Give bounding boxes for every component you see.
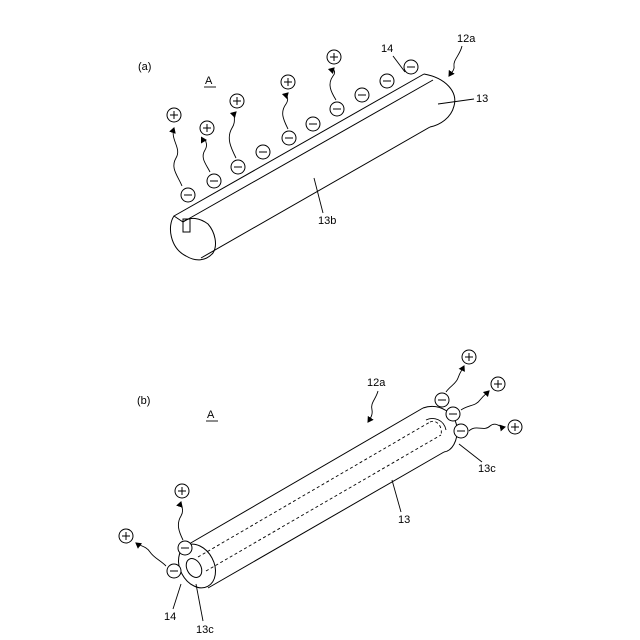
- anion: [306, 117, 320, 131]
- tube-far-end-inner: [426, 418, 446, 430]
- cation: [491, 377, 505, 391]
- front-cations: [119, 484, 189, 566]
- anion: [380, 74, 394, 88]
- anion: [355, 88, 369, 102]
- panel-b: (b) A: [119, 350, 522, 636]
- ref-leader-hole-front: [196, 584, 203, 621]
- release-arrow: [461, 391, 489, 410]
- ref-label-body: 13: [398, 514, 410, 526]
- ref-label-hole-back: 13c: [478, 463, 496, 475]
- ref-leader-face: [314, 178, 323, 213]
- panel-a-label: (a): [138, 61, 151, 73]
- tube-bore-upper: [198, 422, 430, 557]
- cation: [119, 529, 133, 543]
- flat-face-top-edge: [174, 74, 424, 216]
- tube-bore-far: [430, 421, 441, 435]
- anion: [435, 393, 449, 407]
- ref-leader-fiber: [368, 391, 378, 422]
- panel-b-direction-label: A: [207, 409, 215, 421]
- cation: [175, 484, 189, 498]
- ref-label-fiber: 12a: [457, 33, 476, 45]
- release-arrow: [469, 424, 505, 431]
- ref-label-layer: 14: [164, 611, 176, 623]
- cation: [462, 350, 476, 364]
- half-cylinder-fiber: [170, 74, 454, 260]
- release-arrow: [136, 543, 166, 566]
- anion-layer: [181, 60, 418, 202]
- panel-b-label: (b): [137, 395, 150, 407]
- ref-leader-fiber: [449, 46, 462, 76]
- cation: [508, 420, 522, 434]
- anion: [330, 102, 344, 116]
- back-cations: [446, 350, 522, 434]
- ref-label-face: 13b: [318, 215, 336, 227]
- ref-leader-layer: [393, 56, 405, 72]
- ref-leader-layer: [173, 584, 181, 609]
- release-arrow: [203, 140, 210, 172]
- ref-label-layer: 14: [381, 43, 393, 55]
- hollow-tube-fiber: [171, 406, 457, 594]
- anion: [167, 564, 181, 578]
- cation: [281, 75, 295, 89]
- anion: [454, 424, 468, 438]
- anion: [207, 174, 221, 188]
- anion: [181, 188, 195, 202]
- cation: [230, 94, 244, 108]
- anion: [231, 160, 245, 174]
- tube-top-silhouette: [189, 408, 423, 544]
- cation: [167, 108, 181, 122]
- tube-bore-lower: [206, 435, 441, 571]
- release-arrow: [229, 112, 236, 158]
- ref-label-hole-front: 13c: [196, 624, 214, 636]
- tube-front-hole: [183, 556, 205, 580]
- ref-label-body: 13: [476, 93, 488, 105]
- ref-leader-body: [392, 480, 401, 512]
- back-anions: [435, 393, 468, 438]
- release-arrow: [330, 68, 336, 100]
- cation: [327, 50, 341, 64]
- ref-label-fiber: 12a: [367, 377, 386, 389]
- panel-a: (a) A: [138, 33, 488, 260]
- anion: [178, 541, 192, 555]
- cation: [200, 121, 214, 135]
- release-arrow: [283, 93, 288, 129]
- anion: [256, 145, 270, 159]
- anion: [446, 407, 460, 421]
- release-arrow: [178, 502, 183, 540]
- release-arrow: [173, 128, 182, 186]
- anion: [282, 131, 296, 145]
- panel-a-direction-label: A: [205, 75, 213, 87]
- ref-leader-body: [438, 99, 474, 104]
- release-arrow: [446, 366, 464, 392]
- ref-leader-hole-back: [459, 444, 482, 462]
- anion: [404, 60, 418, 74]
- flat-face-bottom-edge: [183, 80, 433, 222]
